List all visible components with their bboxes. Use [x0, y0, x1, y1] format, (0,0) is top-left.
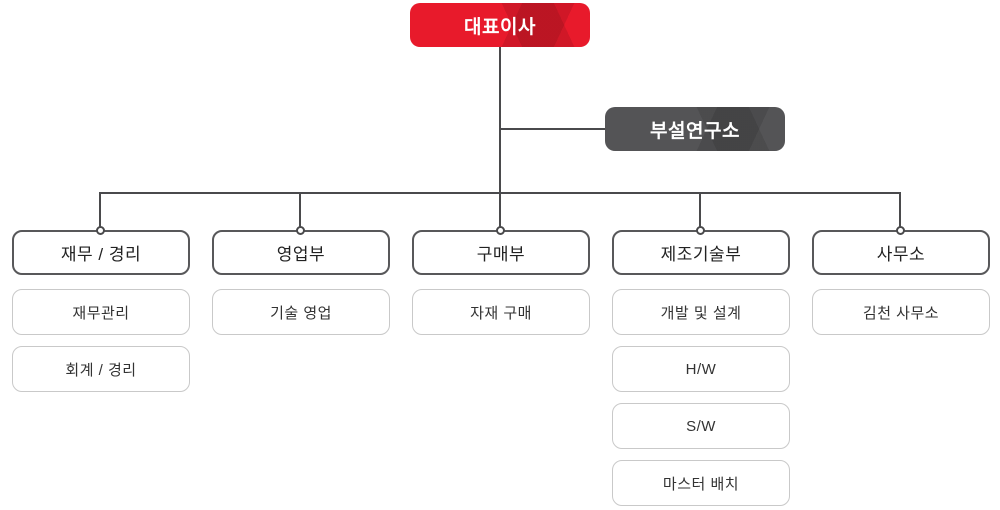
junction-ring-office — [896, 226, 905, 235]
dept-purchasing: 구매부 — [412, 230, 590, 275]
connector-drop-office — [899, 193, 901, 228]
ceo-label: 대표이사 — [464, 16, 536, 38]
node-research-institute: 부설연구소 — [605, 107, 785, 151]
junction-ring-finance — [96, 226, 105, 235]
dept-office: 사무소 — [812, 230, 990, 275]
connector-research-branch — [500, 128, 606, 130]
child-label: 김천 사무소 — [862, 304, 940, 322]
dept-sales: 영업부 — [212, 230, 390, 275]
dept-label: 영업부 — [276, 245, 326, 264]
junction-ring-purchasing — [496, 226, 505, 235]
dept-finance-accounting: 재무 / 경리 — [12, 230, 190, 275]
dept-label: 재무 / 경리 — [60, 245, 142, 264]
child-accounting: 회계 / 경리 — [12, 346, 190, 392]
connector-drop-sales — [299, 193, 301, 228]
child-development-design: 개발 및 설계 — [612, 289, 790, 335]
node-ceo: 대표이사 — [410, 3, 590, 47]
child-label: 회계 / 경리 — [65, 361, 137, 379]
junction-ring-sales — [296, 226, 305, 235]
child-label: 기술 영업 — [270, 304, 332, 322]
child-label: 마스터 배치 — [662, 475, 740, 493]
research-institute-label: 부설연구소 — [650, 120, 740, 142]
dept-label: 구매부 — [476, 245, 526, 264]
connector-drop-manufacturing — [699, 193, 701, 228]
connector-trunk-vertical — [499, 47, 501, 194]
child-label: S/W — [686, 417, 716, 435]
child-material-purchasing: 자재 구매 — [412, 289, 590, 335]
dept-label: 사무소 — [876, 245, 926, 264]
child-financial-management: 재무관리 — [12, 289, 190, 335]
dept-label: 제조기술부 — [660, 245, 742, 264]
connector-drop-finance — [99, 193, 101, 228]
connector-drop-purchasing — [499, 193, 501, 228]
child-label: H/W — [685, 360, 717, 378]
child-technical-sales: 기술 영업 — [212, 289, 390, 335]
junction-ring-manufacturing — [696, 226, 705, 235]
child-gimcheon-office: 김천 사무소 — [812, 289, 990, 335]
child-label: 개발 및 설계 — [660, 304, 742, 322]
child-label: 자재 구매 — [470, 304, 532, 322]
child-software: S/W — [612, 403, 790, 449]
child-label: 재무관리 — [72, 304, 130, 322]
child-master-batch: 마스터 배치 — [612, 460, 790, 506]
child-hardware: H/W — [612, 346, 790, 392]
dept-manufacturing-technology: 제조기술부 — [612, 230, 790, 275]
